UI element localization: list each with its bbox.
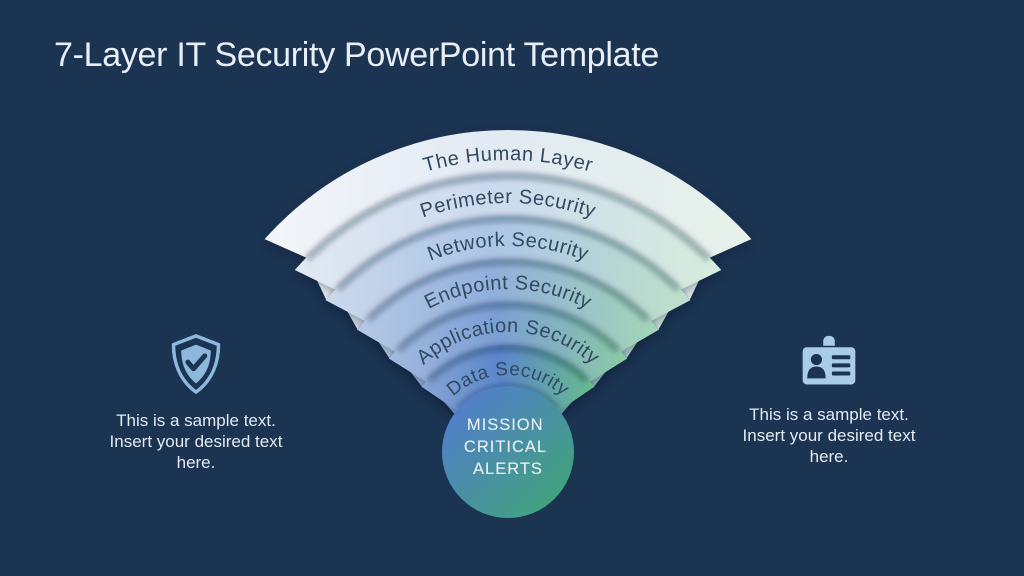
callout-left-line-2: Insert your desired text [109, 432, 283, 451]
callout-right-text: This is a sample text. Insert your desir… [743, 404, 916, 467]
callout-right-line-2: Insert your desired text [742, 426, 916, 445]
callout-right: This is a sample text. Insert your desir… [714, 334, 944, 467]
callout-left-text: This is a sample text. Insert your desir… [110, 410, 283, 473]
page-title: 7-Layer IT Security PowerPoint Template [54, 36, 659, 74]
callout-right-line-3: here. [809, 447, 849, 466]
callout-left-line-1: This is a sample text. [116, 411, 276, 430]
id-badge-icon [801, 335, 857, 386]
callout-left-line-3: here. [176, 453, 216, 472]
callout-right-line-1: This is a sample text. [749, 405, 909, 424]
callout-left: This is a sample text. Insert your desir… [81, 334, 311, 473]
mission-critical-core [442, 386, 574, 518]
mission-critical-label: MISSION CRITICAL ALERTS [464, 416, 552, 478]
shield-check-icon [171, 334, 221, 394]
